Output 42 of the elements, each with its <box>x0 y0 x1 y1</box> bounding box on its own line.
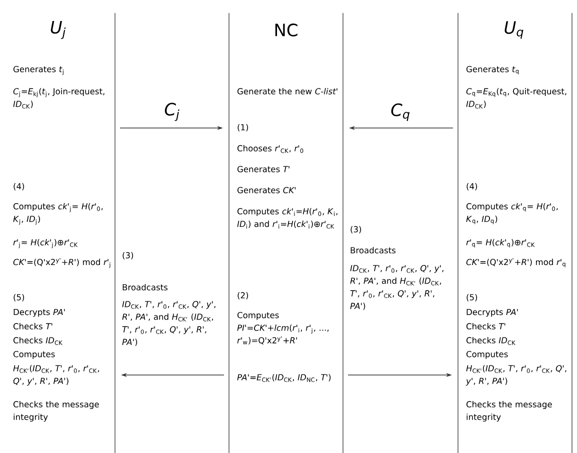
step-text: (1) <box>238 124 248 132</box>
step-text: C$_{j}$=E$_{kj}$(t$_{j}$, Join-request, ID$_{CK}$) <box>13 88 104 109</box>
step-text: Computes <box>466 351 508 359</box>
step-text: PA'=E$_{CK'}$(ID$_{CK}$, ID$_{NC}$, T') <box>237 374 331 382</box>
step-text: Chooses r'$_{CK}$, r'$_{0}$ <box>237 145 304 153</box>
step-text: Computes ck'$_{j}$= H(r'$_{0}$, K$_{j}$, ID$_{j}$) <box>13 203 103 225</box>
step-text: Decrypts PA' <box>14 309 65 317</box>
step-text: Checks T' <box>13 323 52 330</box>
step-text: Checks ID$_{CK}$ <box>13 337 62 345</box>
step-text: Checks the message integrity <box>13 401 99 422</box>
step-text: r'$_{j}$= H(ck'$_{j}$)⊕r'$_{CK}$ <box>13 239 78 248</box>
step-text: Computes ck'$_{i}$=H(r'$_{0}$, K$_{i}$, ID$_{i}$) and r'$_{i}$=H(ck'$_{i}$)⊕r'$_{CK}$ <box>237 208 338 229</box>
step-text: (2) <box>238 292 248 300</box>
note-text: ID$_{CK}$, T', r'$_{0}$, r'$_{CK}$, Q', y', R', PA', and H$_{CK'}$ (ID$_{CK}$, T', r'$_{0}$, r'$_{CK}$, Q', y', R', PA') <box>122 301 216 346</box>
step-text: Computes PI'=CK'+lcm(r'$_{i}$, r'$_{j}$, ..., r'$_{w}$)=Q'x2$^{y'}$+R' <box>237 312 329 344</box>
step-text: Generate the new C-list' <box>237 88 338 94</box>
step-text: CK'=(Q'x2$^{y'}$+R') mod r'$_{j}$ <box>13 258 110 268</box>
step-text: Generates T' <box>237 166 290 172</box>
step-text: Checks ID$_{CK}$ <box>466 337 516 345</box>
step-text: Computes <box>13 351 55 359</box>
step-text: Checks T' <box>466 323 506 330</box>
step-text: Generates t$_{q}$ <box>466 66 519 74</box>
lane-heading: NC <box>275 24 298 36</box>
edge-label: C$_{j}$ <box>164 102 180 121</box>
step-text: (4) <box>466 183 478 190</box>
note-text: ID$_{CK}$, T', r'$_{0}$, r'$_{CK}$, Q', y', R', PA', and H$_{CK'}$ (ID$_{CK}$, T', r'$_{0}$, r'$_{CK}$, Q', y', R', PA') <box>350 265 444 310</box>
step-text: CK'=(Q'x2$^{y'}$+R') mod r'$_{q}$ <box>466 258 566 268</box>
edge-label: C$_{q}$ <box>391 103 410 121</box>
step-text: C$_{q}$=E$_{Kq}$(t$_{q}$, Quit-request, ID$_{CK}$) <box>466 88 566 109</box>
step-text: (5) <box>14 294 24 302</box>
lane-heading: U$_{j}$ <box>50 21 66 39</box>
step-text: H$_{CK'}$(ID$_{CK}$, T', r'$_{0}$, r'$_{CK}$, Q', y', R', PA') <box>13 365 99 386</box>
step-text: Generates CK' <box>237 187 296 194</box>
lane-heading: U$_{q}$ <box>504 21 524 39</box>
step-text: Checks the message integrity <box>466 401 552 422</box>
step-text: Decrypts PA' <box>466 309 518 317</box>
step-text: Computes ck'$_{q}$= H(r'$_{0}$, K$_{q}$, ID$_{q}$) <box>466 203 558 224</box>
step-text: (4) <box>14 183 24 190</box>
step-text: (5) <box>466 294 478 302</box>
step-text: Generates t$_{j}$ <box>13 66 64 76</box>
step-text: r'$_{q}$= H(ck'$_{q}$)⊕r'$_{CK}$ <box>466 239 535 248</box>
step-text: H$_{CK'}$(ID$_{CK}$, T', r'$_{0}$, r'$_{CK}$, Q', y', R', PA') <box>466 365 566 386</box>
